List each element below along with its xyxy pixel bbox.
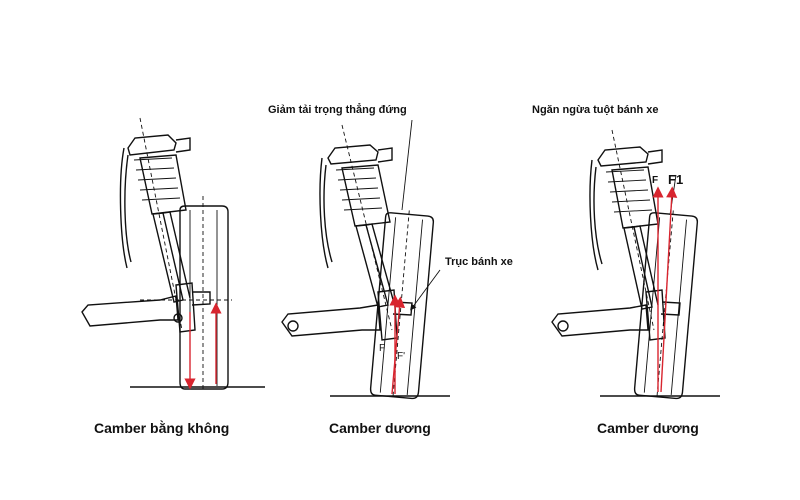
label-force-f-panel3: F [652, 175, 659, 186]
caption-zero-camber: Camber bằng không [94, 420, 230, 436]
panel-positive-camber-slip [551, 129, 720, 400]
wheel-axis-line [401, 119, 413, 211]
label-axle: Trục bánh xe [445, 256, 513, 268]
note-prevent-wheel-slip: Ngăn ngừa tuột bánh xe [532, 104, 659, 116]
label-force-f-prime: F' [397, 351, 406, 362]
wheel-tilted [633, 210, 699, 400]
knuckle-arm [551, 289, 681, 341]
note-reduce-vertical-load: Giảm tải trọng thẳng đứng [268, 104, 407, 116]
axle-leader [410, 269, 441, 311]
wheel-vertical [179, 196, 229, 390]
force-arrow-f1 [660, 186, 678, 393]
knuckle-arm [81, 282, 232, 333]
caption-positive-camber-1: Camber dương [329, 420, 431, 436]
strut-assembly [319, 144, 395, 308]
force-arrow-f [391, 296, 406, 395]
panel-zero-camber [81, 117, 265, 390]
label-force-f1: F1 [668, 172, 684, 187]
panel-positive-camber-load [281, 119, 450, 400]
strut-assembly [589, 146, 663, 310]
label-force-f: F [379, 343, 386, 354]
strut-axis [611, 129, 655, 331]
caption-positive-camber-2: Camber dương [597, 420, 699, 436]
